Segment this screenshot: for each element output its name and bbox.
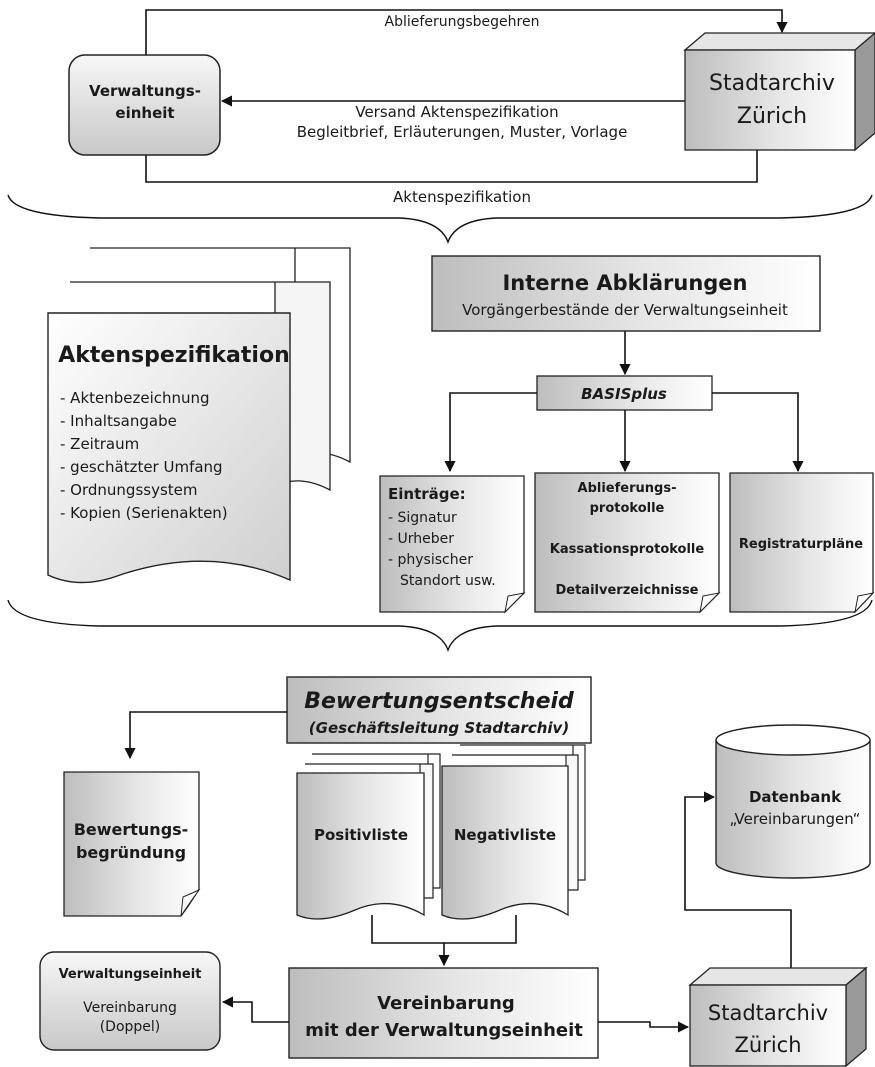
agreement-to-archiv-arrow	[598, 1021, 690, 1033]
brace-top	[7, 194, 873, 245]
brace-middle	[7, 599, 873, 653]
stadtarchiv-top-line1: Stadtarchiv	[709, 71, 835, 96]
request-arrow	[145, 9, 788, 55]
protocols-line2: protokolle	[590, 501, 665, 516]
negativliste-label: Negativliste	[454, 826, 556, 844]
spec-item: - Ordnungssystem	[60, 481, 198, 499]
positivliste-label: Positivliste	[314, 826, 408, 844]
stadtarchiv-bottom-line1: Stadtarchiv	[708, 1001, 828, 1025]
internal-box	[431, 255, 821, 332]
basis-arrow-right	[712, 392, 804, 473]
eintraege-item: - physischer	[388, 552, 473, 568]
decision-title: Bewertungsentscheid	[304, 689, 574, 714]
begruendung-line2: begründung	[76, 843, 186, 862]
eintraege-item: - Urheber	[388, 531, 454, 547]
spec-item: - geschätzter Umfang	[60, 458, 223, 476]
protocols-doc: Ablieferungs- protokolle Kassationsproto…	[534, 472, 721, 614]
protocols-line1: Ablieferungs-	[578, 481, 677, 496]
agreement-box	[288, 967, 599, 1059]
request-label: Ablieferungsbegehren	[385, 14, 540, 30]
stadtarchiv-cube-top: Stadtarchiv Zürich	[683, 32, 875, 152]
datenbank-cylinder: Datenbank „Vereinbarungen“	[715, 724, 871, 879]
protocols-line4: Detailverzeichnisse	[555, 583, 698, 598]
return-label: Aktenspezifikation	[393, 188, 531, 206]
spec-items: - Aktenbezeichnung - Inhaltsangabe - Zei…	[60, 389, 228, 522]
versand-label-1: Versand Aktenspezifikation	[355, 103, 558, 121]
registratur-label: Registraturpläne	[739, 537, 863, 552]
top-section: Ablieferungsbegehren Versand Aktenspezif…	[7, 9, 875, 245]
positivliste-stack: Positivliste	[296, 753, 441, 920]
begruendung-line1: Bewertungs-	[74, 820, 189, 839]
verwaltungseinheit-line1: Verwaltungs-	[89, 82, 201, 100]
stadtarchiv-bottom-line2: Zürich	[734, 1033, 801, 1057]
registratur-doc: Registraturpläne	[729, 472, 875, 614]
verwaltungseinheit-box	[68, 54, 221, 156]
internal-subtitle: Vorgängerbestände der Verwaltungseinheit	[462, 301, 788, 319]
ve-doppel-title: Verwaltungseinheit	[59, 967, 202, 982]
eintraege-item: - Signatur	[388, 510, 457, 526]
datenbank-line1: Datenbank	[749, 788, 842, 806]
ve-doppel-line2: (Doppel)	[100, 1019, 161, 1035]
decision-arrow-left	[124, 711, 287, 760]
return-arrow	[145, 135, 763, 183]
eintraege-doc: Einträge: - Signatur - Urheber - physisc…	[379, 475, 526, 614]
stadtarchiv-top-line2: Zürich	[737, 104, 807, 129]
datenbank-line2: „Vereinbarungen“	[730, 810, 861, 828]
spec-item: - Zeitraum	[60, 435, 139, 453]
spec-item: - Kopien (Serienakten)	[60, 504, 228, 522]
spec-title: Aktenspezifikation	[58, 343, 289, 368]
basisplus-label: BASISplus	[581, 385, 667, 403]
spec-item: - Inhaltsangabe	[60, 412, 177, 430]
versand-label-2: Begleitbrief, Erläuterungen, Muster, Vor…	[297, 123, 628, 141]
eintraege-title: Einträge:	[388, 485, 466, 503]
lists-connector	[371, 915, 517, 944]
agreement-line1: Vereinbarung	[377, 993, 515, 1014]
stadtarchiv-cube-bottom: Stadtarchiv Zürich	[688, 966, 868, 1067]
verwaltungseinheit-line2: einheit	[115, 104, 174, 122]
archiv-to-db-arrow	[684, 791, 792, 968]
protocols-line3: Kassationsprotokolle	[550, 542, 705, 557]
ve-doppel-line1: Vereinbarung	[83, 1000, 177, 1016]
ve-doppel-box	[39, 951, 221, 1051]
decision-subtitle: (Geschäftsleitung Stadtarchiv)	[309, 719, 569, 737]
begruendung-doc: Bewertungs- begründung	[63, 771, 201, 917]
decision-box	[286, 676, 592, 744]
internal-title: Interne Abklärungen	[502, 271, 747, 295]
agreement-to-ve-arrow	[221, 996, 289, 1023]
negativliste-stack: Negativliste	[441, 744, 586, 920]
spec-item: - Aktenbezeichnung	[60, 389, 210, 407]
bottom-section: Bewertungsentscheid (Geschäftsleitung St…	[39, 676, 871, 1067]
spec-document-stack: Aktenspezifikation - Aktenbezeichnung - …	[47, 247, 351, 584]
eintraege-item: Standort usw.	[400, 573, 496, 589]
agreement-line2: mit der Verwaltungseinheit	[305, 1020, 583, 1041]
middle-section: Aktenspezifikation - Aktenbezeichnung - …	[7, 247, 875, 653]
basis-arrow-left	[444, 392, 537, 473]
